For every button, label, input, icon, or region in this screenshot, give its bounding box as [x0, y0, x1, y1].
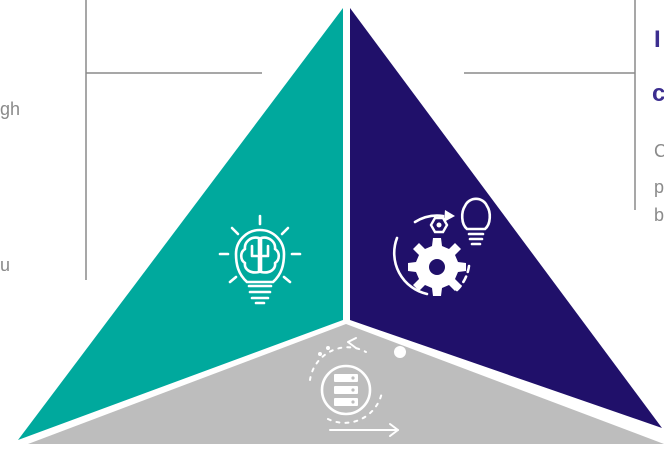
left-text-line-2: u: [0, 255, 11, 275]
lightbulb-brain-icon: [218, 214, 302, 305]
segment-gray: [28, 324, 664, 444]
right-heading-line-2: c: [652, 80, 664, 107]
gear-cycle-lightbulb-icon: [392, 197, 492, 296]
database-cycle-icon: [309, 337, 406, 437]
right-body-line-1: C: [654, 141, 664, 161]
right-heading-line-1: I: [654, 26, 661, 53]
connector-lines: [85, 0, 636, 280]
segment-teal: [18, 8, 343, 440]
right-body-line-3: b: [654, 205, 664, 225]
left-text-line-1: gh: [0, 99, 21, 119]
segment-navy: [350, 8, 662, 428]
right-body-line-2: p: [654, 177, 664, 197]
